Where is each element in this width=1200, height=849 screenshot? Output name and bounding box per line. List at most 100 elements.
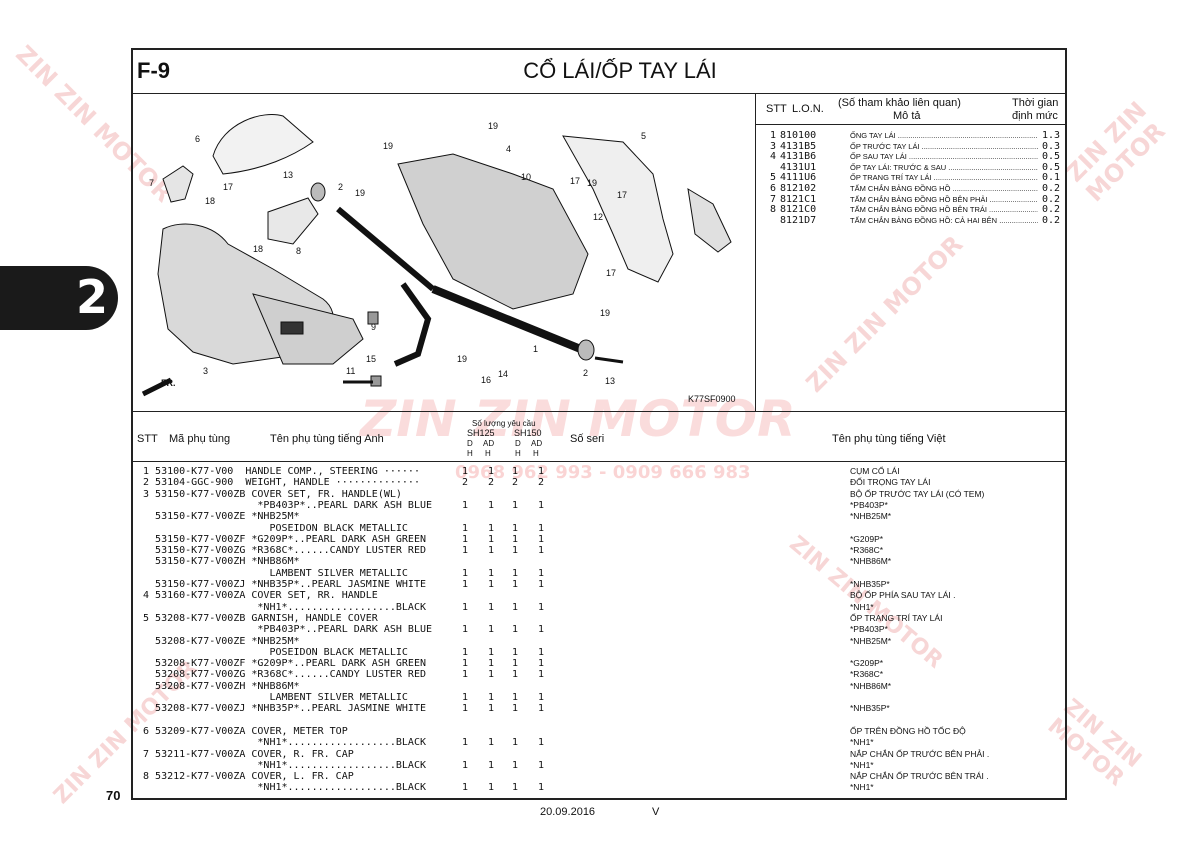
part-name-vi: *NH1*: [850, 782, 874, 793]
part-quantity: 1: [461, 545, 469, 557]
parts-row: [137, 715, 1037, 726]
reference-row: 8 8121C0 TẤM CHẮN BẢNG ĐỒNG HỒ BÊN TRÁI0.2: [760, 204, 1060, 216]
part-name-vi: NẮP CHẮN ỐP TRƯỚC BÊN PHẢI .: [850, 748, 990, 759]
part-name-en: LAMBENT SILVER METALLIC: [137, 567, 408, 579]
part-quantity: 1: [487, 703, 495, 715]
callout-19: 19: [383, 141, 393, 151]
parts-header-sub-d1: D: [467, 439, 473, 448]
part-name-vi: BỘ ỐP TRƯỚC TAY LÁI (CÓ TEM): [850, 488, 985, 499]
parts-header-sh125: SH125: [467, 428, 495, 438]
part-quantity: 1: [487, 737, 495, 749]
part-quantity: 1: [487, 567, 495, 579]
section-tab: 2: [0, 266, 118, 330]
page-number: 70: [106, 788, 121, 803]
part-name-en: 53208-K77-V00ZJ *NHB35P*..PEARL JASMINE …: [137, 703, 426, 715]
part-name-vi: *R368C*: [850, 545, 884, 556]
ref-header-time-2: định mức: [1012, 110, 1058, 122]
part-quantity: 1: [511, 522, 519, 534]
section-number: 2: [75, 270, 108, 324]
page-frame: [131, 48, 1067, 800]
part-name-vi: BỘ ỐP PHÍA SAU TAY LÁI .: [850, 590, 956, 601]
parts-row: 53150-K77-V00ZE *NHB25M**NHB25M*: [137, 511, 1037, 522]
part-quantity: 1: [487, 601, 495, 613]
handle-pipe-left: [336, 206, 435, 292]
part-quantity: 1: [487, 669, 495, 681]
part-quantity: 1: [537, 703, 545, 715]
ref-lon: 8121C1: [780, 193, 817, 205]
ref-time: 0.2: [1041, 204, 1060, 216]
part-quantity: 1: [487, 624, 495, 636]
part-quantity: 1: [511, 692, 519, 703]
page-title: CỔ LÁI/ỐP TAY LÁI: [523, 58, 717, 83]
part-quantity: 2: [511, 477, 519, 489]
ref-time: 0.2: [1041, 214, 1060, 226]
part-quantity: 1: [487, 579, 495, 590]
parts-row: 53208-K77-V00ZF *G209P*..PEARL DARK ASH …: [137, 658, 1037, 669]
part-quantity: 1: [487, 466, 495, 477]
ref-stt: 4: [769, 151, 776, 163]
part-name-vi: *NHB25M*: [850, 635, 892, 646]
parts-header-qty-caption: Số lượng yêu cầu: [472, 419, 536, 428]
part-name-en: 1 53100-K77-V00 HANDLE COMP., STEERING ·…: [137, 466, 420, 477]
part-name-en: 53150-K77-V00ZJ *NHB35P*..PEARL JASMINE …: [137, 579, 426, 590]
handle-pipe-right: [431, 285, 585, 354]
callout-17: 17: [606, 268, 616, 278]
garnish-plate-shape: [267, 197, 319, 245]
meter-top-cover-shape: [212, 114, 314, 175]
part-quantity: 1: [537, 782, 545, 794]
callout-11: 11: [346, 366, 355, 376]
diagram-bottom-divider: [133, 411, 1065, 412]
ref-stt: 5: [769, 172, 776, 184]
weight-left-shape: [310, 182, 326, 202]
ref-desc: TẤM CHẮN BẢNG ĐỒNG HỒ BÊN TRÁI: [850, 205, 1038, 214]
part-quantity: 1: [461, 579, 469, 590]
callout-labels: 1223456789101112131314151617171717181819…: [149, 121, 646, 386]
part-name-en: 7 53211-K77-V00ZA COVER, R. FR. CAP: [137, 748, 354, 760]
ref-lon: 8121C0: [780, 204, 817, 216]
parts-header-name-en: Tên phụ tùng tiếng Anh: [270, 433, 384, 445]
version-mark: V: [652, 806, 660, 818]
part-name-en: POSEIDON BLACK METALLIC: [137, 646, 408, 658]
callout-1: 1: [533, 344, 538, 354]
callout-10: 10: [521, 172, 531, 182]
part-name-vi: *NH1*: [850, 759, 874, 770]
callout-14: 14: [498, 369, 508, 379]
parts-row: 53208-K77-V00ZH *NHB86M**NHB86M*: [137, 681, 1037, 692]
ref-lon: 812102: [780, 183, 817, 194]
left-fr-cap-shape: [162, 165, 194, 203]
ref-lon: 4131B5: [780, 140, 817, 152]
part-quantity: 1: [461, 692, 469, 703]
ref-desc: TẤM CHẮN BẢNG ĐỒNG HỒ: [850, 184, 1038, 193]
parts-header-stt: STT: [137, 433, 158, 445]
callout-4: 4: [506, 144, 511, 154]
part-quantity: 1: [511, 737, 519, 749]
part-quantity: 1: [487, 759, 495, 771]
parts-header-divider: [133, 461, 1065, 462]
ref-header-time-1: Thời gian: [1012, 97, 1059, 109]
part-quantity: 1: [537, 499, 545, 511]
part-quantity: 1: [487, 499, 495, 511]
part-quantity: 1: [511, 533, 519, 545]
part-quantity: 1: [487, 646, 495, 658]
ref-desc: ỐP TRANG TRÍ TAY LÁI: [850, 173, 1038, 182]
part-quantity: 1: [461, 522, 469, 534]
part-name-en: *NH1*..................BLACK: [137, 601, 426, 613]
part-name-vi: ĐỐI TRỌNG TAY LÁI: [850, 477, 931, 488]
ref-stt: 8: [769, 204, 776, 216]
bolt-13-shape: [594, 356, 624, 364]
part-name-en: 53150-K77-V00ZF *G209P*..PEARL DARK ASH …: [137, 533, 426, 545]
part-quantity: 1: [461, 782, 469, 794]
callout-13: 13: [283, 170, 293, 180]
callout-12: 12: [593, 212, 603, 222]
parts-header-h2: H: [485, 449, 491, 458]
ref-desc: TẤM CHẮN BẢNG ĐỒNG HỒ BÊN PHẢI: [850, 195, 1038, 204]
part-name-en: *NH1*..................BLACK: [137, 782, 426, 794]
part-name-vi: *NH1*: [850, 737, 874, 748]
part-quantity: 1: [537, 466, 545, 477]
